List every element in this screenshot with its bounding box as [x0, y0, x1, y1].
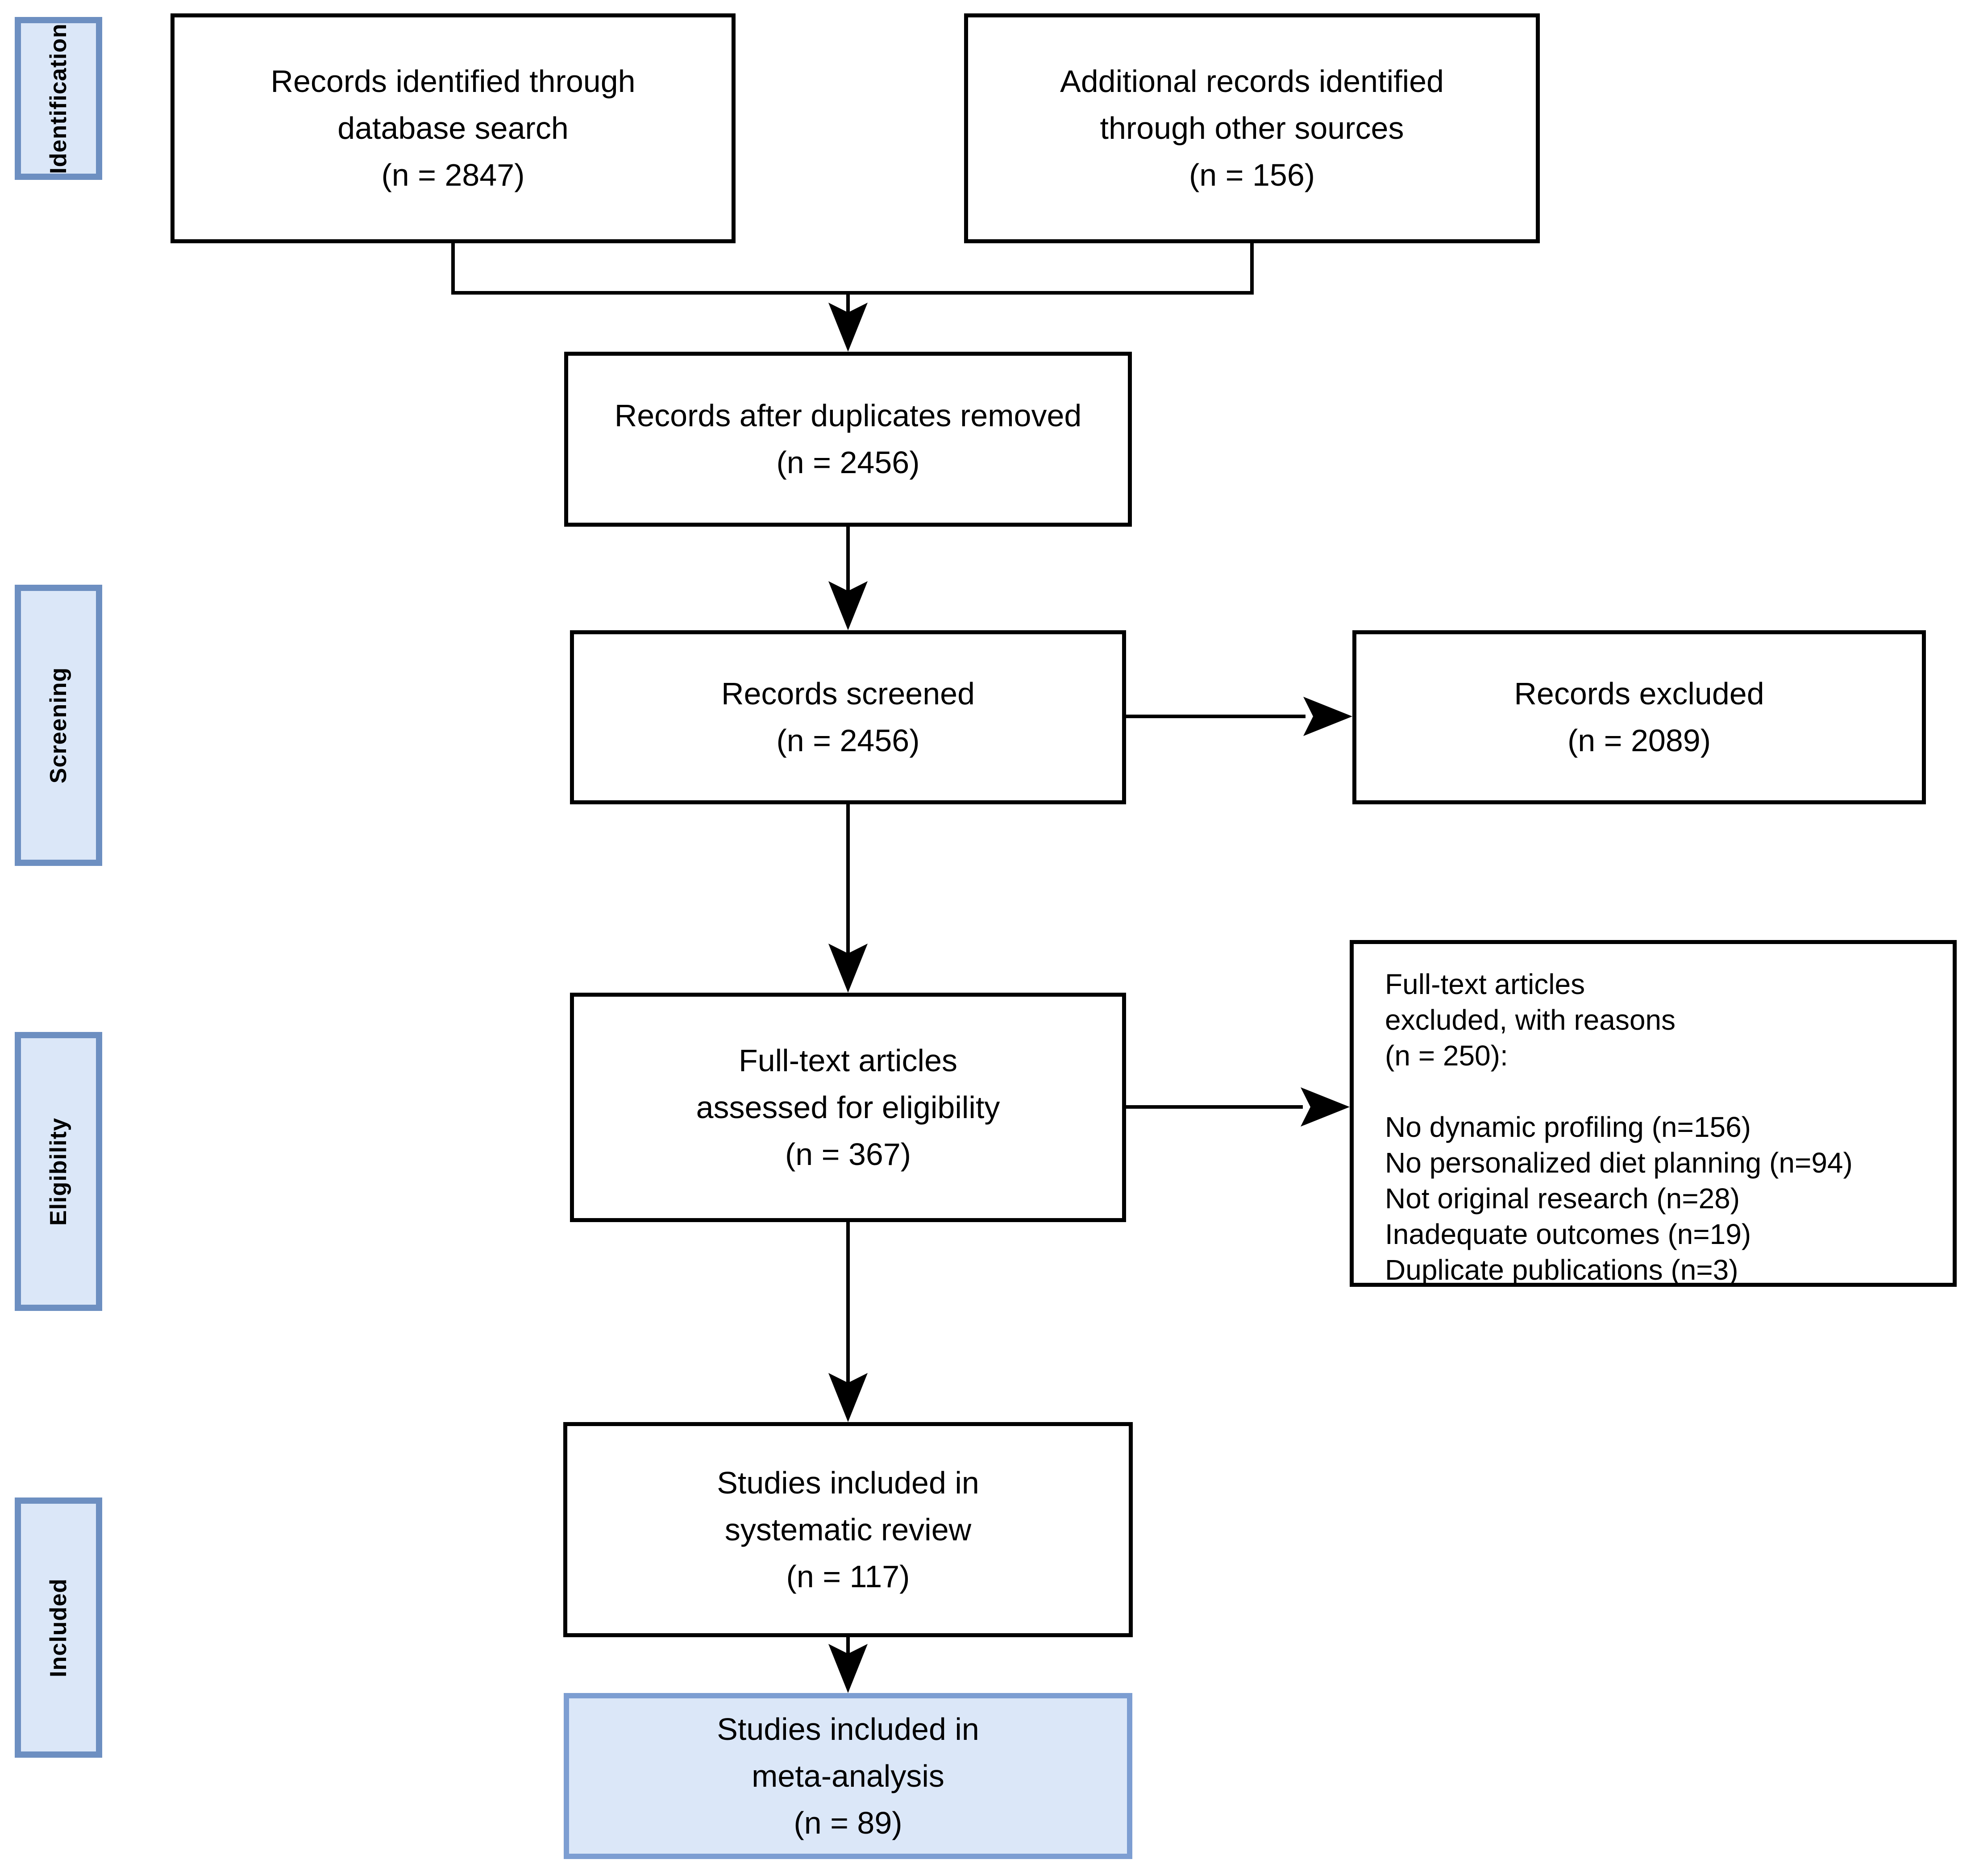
exclusion-reason: Not original research (n=28)	[1385, 1182, 1740, 1215]
box-duplicates-removed-label: Records after duplicates removed	[614, 398, 1082, 433]
stage-screening: Screening	[15, 585, 102, 866]
box-systematic-review-label: Studies included in systematic review	[717, 1465, 979, 1547]
box-records-excluded: Records excluded (n = 2089)	[1352, 630, 1926, 804]
box-meta-analysis-count: (n = 89)	[794, 1805, 902, 1840]
box-systematic-review-count: (n = 117)	[786, 1559, 910, 1594]
exclusion-reason: Inadequate outcomes (n=19)	[1385, 1218, 1751, 1250]
box-fulltext-excluded: Full-text articles excluded, with reason…	[1350, 940, 1957, 1287]
box-records-identified: Records identified through database sear…	[170, 13, 736, 243]
box-records-excluded-label: Records excluded	[1514, 676, 1764, 711]
box-fulltext-excluded-header: Full-text articles excluded, with reason…	[1385, 968, 1676, 1072]
stage-screening-label: Screening	[46, 667, 72, 784]
stage-included: Included	[15, 1497, 102, 1758]
box-meta-analysis-label: Studies included in meta-analysis	[717, 1711, 979, 1793]
box-fulltext-assessed-label: Full-text articles assessed for eligibil…	[696, 1043, 1000, 1125]
exclusion-reason-list: No dynamic profiling (n=156) No personal…	[1385, 1109, 1853, 1288]
box-additional-records: Additional records identified through ot…	[964, 13, 1540, 243]
box-fulltext-assessed: Full-text articles assessed for eligibil…	[570, 993, 1126, 1222]
box-records-screened-label: Records screened	[721, 676, 975, 711]
stage-identification: Identification	[15, 17, 102, 180]
box-records-excluded-count: (n = 2089)	[1567, 723, 1711, 758]
box-records-screened-count: (n = 2456)	[776, 723, 920, 758]
box-additional-records-label: Additional records identified through ot…	[1060, 64, 1444, 146]
exclusion-reason: No dynamic profiling (n=156)	[1385, 1111, 1751, 1143]
stage-identification-label: Identification	[46, 23, 71, 174]
exclusion-reason: Duplicate publications (n=3)	[1385, 1254, 1738, 1286]
box-fulltext-assessed-count: (n = 367)	[785, 1136, 911, 1172]
box-records-identified-label: Records identified through database sear…	[270, 64, 636, 146]
exclusion-reason: No personalized diet planning (n=94)	[1385, 1147, 1853, 1179]
box-meta-analysis: Studies included in meta-analysis (n = 8…	[564, 1693, 1132, 1859]
box-records-identified-count: (n = 2847)	[381, 158, 525, 192]
box-additional-records-count: (n = 156)	[1189, 158, 1315, 192]
box-duplicates-removed: Records after duplicates removed (n = 24…	[564, 352, 1132, 527]
box-systematic-review: Studies included in systematic review (n…	[563, 1422, 1133, 1637]
box-duplicates-removed-count: (n = 2456)	[776, 445, 920, 480]
box-records-screened: Records screened (n = 2456)	[570, 630, 1126, 804]
stage-eligibility-label: Eligibility	[46, 1117, 72, 1226]
stage-included-label: Included	[46, 1578, 72, 1677]
stage-eligibility: Eligibility	[15, 1032, 102, 1311]
